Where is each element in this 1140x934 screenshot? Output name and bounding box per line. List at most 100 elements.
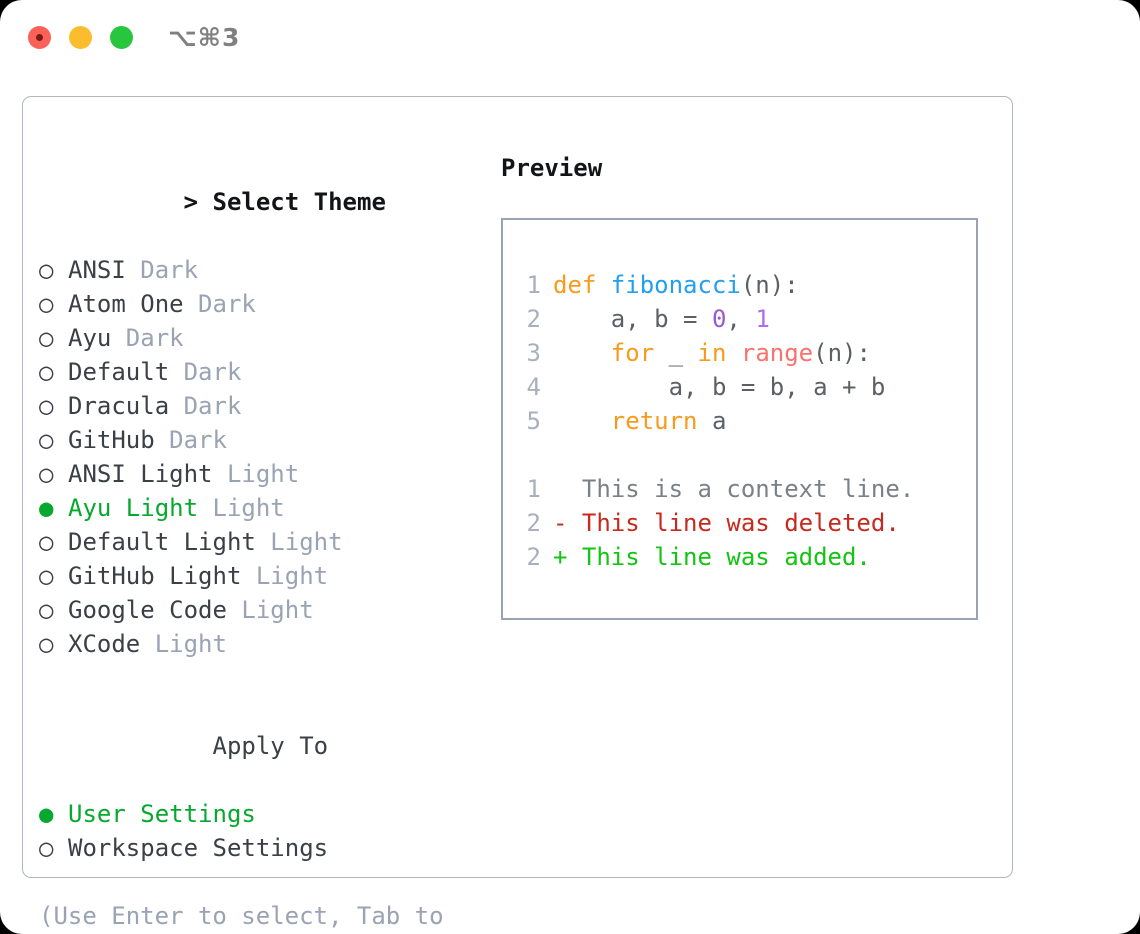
theme-option-variant: Light: [241, 562, 329, 590]
code-token: [553, 407, 611, 435]
theme-option-variant: Dark: [125, 256, 199, 284]
title-bar: ⌥⌘3: [0, 0, 1140, 78]
code-token: (n):: [740, 271, 799, 299]
code-line-1: 2 a, b = 0, 1: [517, 302, 914, 336]
code-line-number: 4: [526, 373, 541, 401]
code-line-number: 1: [526, 271, 541, 299]
theme-option-4[interactable]: ○ Dracula Dark: [39, 389, 499, 423]
theme-option-name: GitHub: [68, 426, 155, 454]
theme-option-variant: Light: [198, 494, 285, 522]
theme-option-variant: Light: [255, 528, 343, 556]
diff-line-text: This is a context line.: [553, 475, 915, 503]
theme-option-name: ANSI: [68, 256, 126, 284]
apply-to-heading-marker: [184, 729, 213, 763]
radio-unselected-icon: ○: [39, 324, 54, 352]
radio-selected-icon: ●: [39, 494, 54, 522]
radio-unselected-icon: ○: [39, 596, 54, 624]
code-diff-spacer: [517, 438, 914, 472]
code-token: a, b = b, a + b: [553, 373, 886, 401]
radio-unselected-icon: ○: [39, 460, 54, 488]
code-token: def: [553, 271, 611, 299]
apply-to-option-name: User Settings: [68, 800, 256, 828]
theme-option-10[interactable]: ○ Google Code Light: [39, 593, 499, 627]
code-token: 0: [711, 305, 727, 333]
theme-option-variant: Light: [212, 460, 300, 488]
apply-to-list: ● User Settings ○ Workspace Settings: [39, 797, 499, 865]
theme-option-7[interactable]: ● Ayu Light Light: [39, 491, 499, 525]
code-token: (n):: [813, 339, 871, 367]
theme-option-variant: Dark: [169, 358, 242, 386]
code-token: ,: [726, 305, 756, 333]
code-token: _: [654, 339, 698, 367]
diff-line-number: 1: [526, 475, 541, 503]
radio-unselected-icon: ○: [39, 392, 54, 420]
theme-option-5[interactable]: ○GitHub Dark: [39, 423, 499, 457]
code-token: for: [610, 339, 655, 367]
diff-line-0: 1 This is a context line.: [517, 472, 915, 506]
theme-option-variant: Dark: [169, 392, 242, 420]
close-window-icon[interactable]: [28, 26, 51, 49]
diff-line-number: 2: [526, 509, 541, 537]
theme-option-name: Default Light: [68, 528, 256, 556]
radio-unselected-icon: ○: [39, 562, 54, 590]
code-line-2: 3 for _ in range(n):: [517, 336, 914, 370]
theme-option-variant: Light: [226, 596, 314, 624]
code-line-4: 5 return a: [517, 404, 914, 438]
code-token: a, b =: [553, 305, 712, 333]
radio-unselected-icon: ○: [39, 528, 54, 556]
preview-heading: Preview: [501, 154, 603, 182]
code-line-3: 4 a, b = b, a + b: [517, 370, 914, 404]
apply-to-heading-label: Apply To: [212, 732, 329, 760]
theme-option-variant: Light: [140, 630, 227, 658]
theme-option-name: XCode: [68, 630, 141, 658]
apply-to-option-name: Workspace Settings: [68, 834, 329, 862]
code-token: return: [610, 407, 698, 435]
theme-option-name: ANSI Light: [68, 460, 213, 488]
theme-option-1[interactable]: ○Atom One Dark: [39, 287, 499, 321]
theme-option-8[interactable]: ○ Default Light Light: [39, 525, 499, 559]
diff-line-2: 2 + This line was added.: [517, 540, 914, 574]
keyboard-shortcut-label: ⌥⌘3: [168, 23, 241, 52]
keyboard-hint-text: (Use Enter to select, Tab to change focu…: [39, 902, 444, 930]
theme-option-name: Default: [68, 358, 170, 386]
diff-line-1: 2 - This line was deleted.: [517, 506, 914, 540]
code-token: in: [697, 339, 727, 367]
theme-list: ○ANSI Dark○Atom One Dark○Ayu Dark○Defaul…: [39, 253, 499, 661]
theme-option-9[interactable]: ○GitHub Light Light: [39, 559, 499, 593]
theme-option-name: Google Code: [68, 596, 227, 624]
code-token: a: [697, 407, 727, 435]
theme-option-name: Ayu Light: [68, 494, 199, 522]
code-token: 1: [755, 305, 770, 333]
main-panel: >Select Theme ○ANSI Dark○Atom One Dark○A…: [22, 96, 1013, 930]
section-spacer: [39, 661, 499, 695]
theme-option-0[interactable]: ○ANSI Dark: [39, 253, 499, 287]
radio-selected-icon: ●: [39, 800, 54, 828]
diff-line-text: + This line was added.: [553, 543, 871, 571]
maximize-window-icon[interactable]: [110, 26, 133, 49]
select-theme-heading: >Select Theme: [39, 151, 499, 253]
radio-unselected-icon: ○: [39, 290, 54, 318]
apply-to-option-1[interactable]: ○ Workspace Settings: [39, 831, 499, 865]
theme-option-3[interactable]: ○ Default Dark: [39, 355, 499, 389]
diff-line-number: 2: [526, 543, 541, 571]
apply-to-heading: Apply To: [39, 695, 499, 797]
minimize-window-icon[interactable]: [69, 26, 92, 49]
theme-option-6[interactable]: ○ ANSI Light Light: [39, 457, 499, 491]
theme-option-name: Dracula: [68, 392, 170, 420]
radio-unselected-icon: ○: [39, 426, 54, 454]
theme-option-variant: Dark: [183, 290, 256, 318]
diff-line-text: - This line was deleted.: [553, 509, 900, 537]
theme-option-2[interactable]: ○Ayu Dark: [39, 321, 499, 355]
apply-to-option-0[interactable]: ● User Settings: [39, 797, 499, 831]
code-token: [726, 339, 740, 367]
radio-unselected-icon: ○: [39, 358, 54, 386]
theme-selector-column: >Select Theme ○ANSI Dark○Atom One Dark○A…: [39, 151, 499, 934]
code-line-number: 5: [526, 407, 541, 435]
traffic-lights: [28, 26, 133, 49]
radio-unselected-icon: ○: [39, 834, 54, 862]
theme-option-11[interactable]: ○XCode Light: [39, 627, 499, 661]
